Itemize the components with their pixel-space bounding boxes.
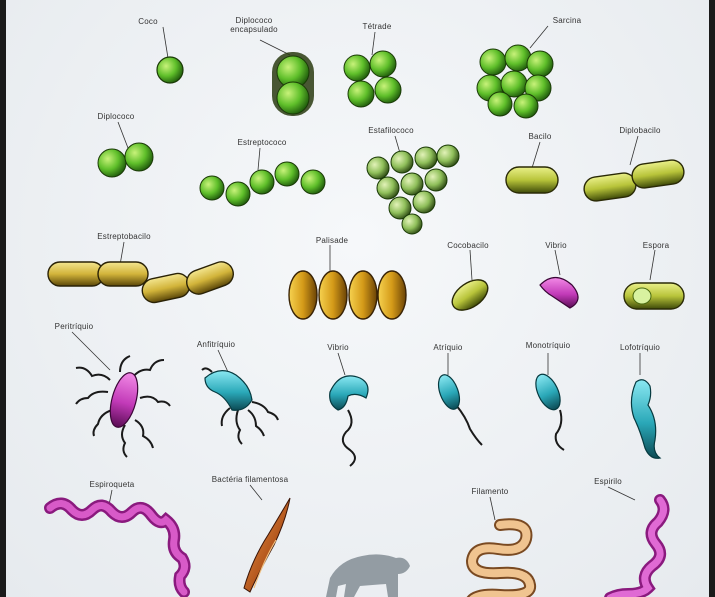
label-espirilo: Espirilo	[594, 477, 622, 486]
diplobacilo-cell	[583, 158, 686, 202]
animal-silhouette-watermark	[326, 554, 410, 597]
lofotriquio-cell	[631, 380, 660, 459]
label-espora: Espora	[643, 241, 670, 250]
label-peritriquio: Peritríquio	[55, 322, 94, 331]
label-filamento: Filamento	[472, 487, 509, 496]
vibrio-cell	[330, 376, 368, 466]
label-estreptobacilo: Estreptobacilo	[97, 232, 151, 241]
cocobacilo-cell	[447, 274, 494, 317]
diplococo-encapsulado-cell	[272, 52, 314, 116]
tetrade-cell	[344, 51, 401, 107]
label-estafilococo: Estafilococo	[368, 126, 414, 135]
label-atriquio: Atríquio	[433, 343, 462, 352]
filamento-cell	[470, 524, 530, 597]
label-bacterio-filamentoso: Bactéria filamentosa	[212, 475, 288, 484]
estafilococo-cell	[367, 145, 459, 234]
label-tetrade: Tétrade	[363, 22, 392, 31]
label-anfitriquio: Anfitríquio	[197, 340, 235, 349]
monotriquio-cell	[531, 371, 565, 450]
label-palisade: Palisade	[316, 236, 348, 245]
espora-cell	[624, 283, 684, 309]
label-diplococo: Diplococo	[98, 112, 135, 121]
label-sarcina: Sarcina	[553, 16, 582, 25]
peritriquio-cell	[76, 356, 170, 457]
label-vibrio-small: Vibrio	[545, 241, 567, 250]
label-coco: Coco	[138, 17, 157, 26]
label-vibrio: Vibrio	[327, 343, 349, 352]
estreptococo-cell	[200, 162, 325, 206]
vibrio-small-cell	[540, 278, 578, 309]
coco-cell	[157, 57, 183, 83]
label-bacilo: Bacilo	[529, 132, 552, 141]
bacterio-filamentoso-cell	[244, 498, 290, 592]
label-diplococo-encapsulado: Diplococo encapsulado	[224, 16, 284, 34]
label-cocobacilo: Cocobacilo	[447, 241, 489, 250]
label-monotriquio: Monotríquio	[526, 341, 570, 350]
sarcina-cell	[477, 45, 553, 118]
diplococo-cell	[98, 143, 153, 177]
label-lofotriquio: Lofotríquio	[620, 343, 660, 352]
label-diplobacilo: Diplobacilo	[619, 126, 660, 135]
label-espiroqueta: Espiroqueta	[90, 480, 135, 489]
espiroqueta-cell	[50, 503, 185, 592]
palisade-cell	[289, 271, 406, 319]
estreptobacilo-cell	[48, 259, 237, 305]
atriquio-cell	[434, 372, 482, 445]
espirilo-cell	[610, 500, 664, 597]
anfitriquio-cell	[202, 368, 278, 444]
bacilo-cell	[506, 167, 558, 193]
label-estreptococo: Estreptococo	[237, 138, 286, 147]
